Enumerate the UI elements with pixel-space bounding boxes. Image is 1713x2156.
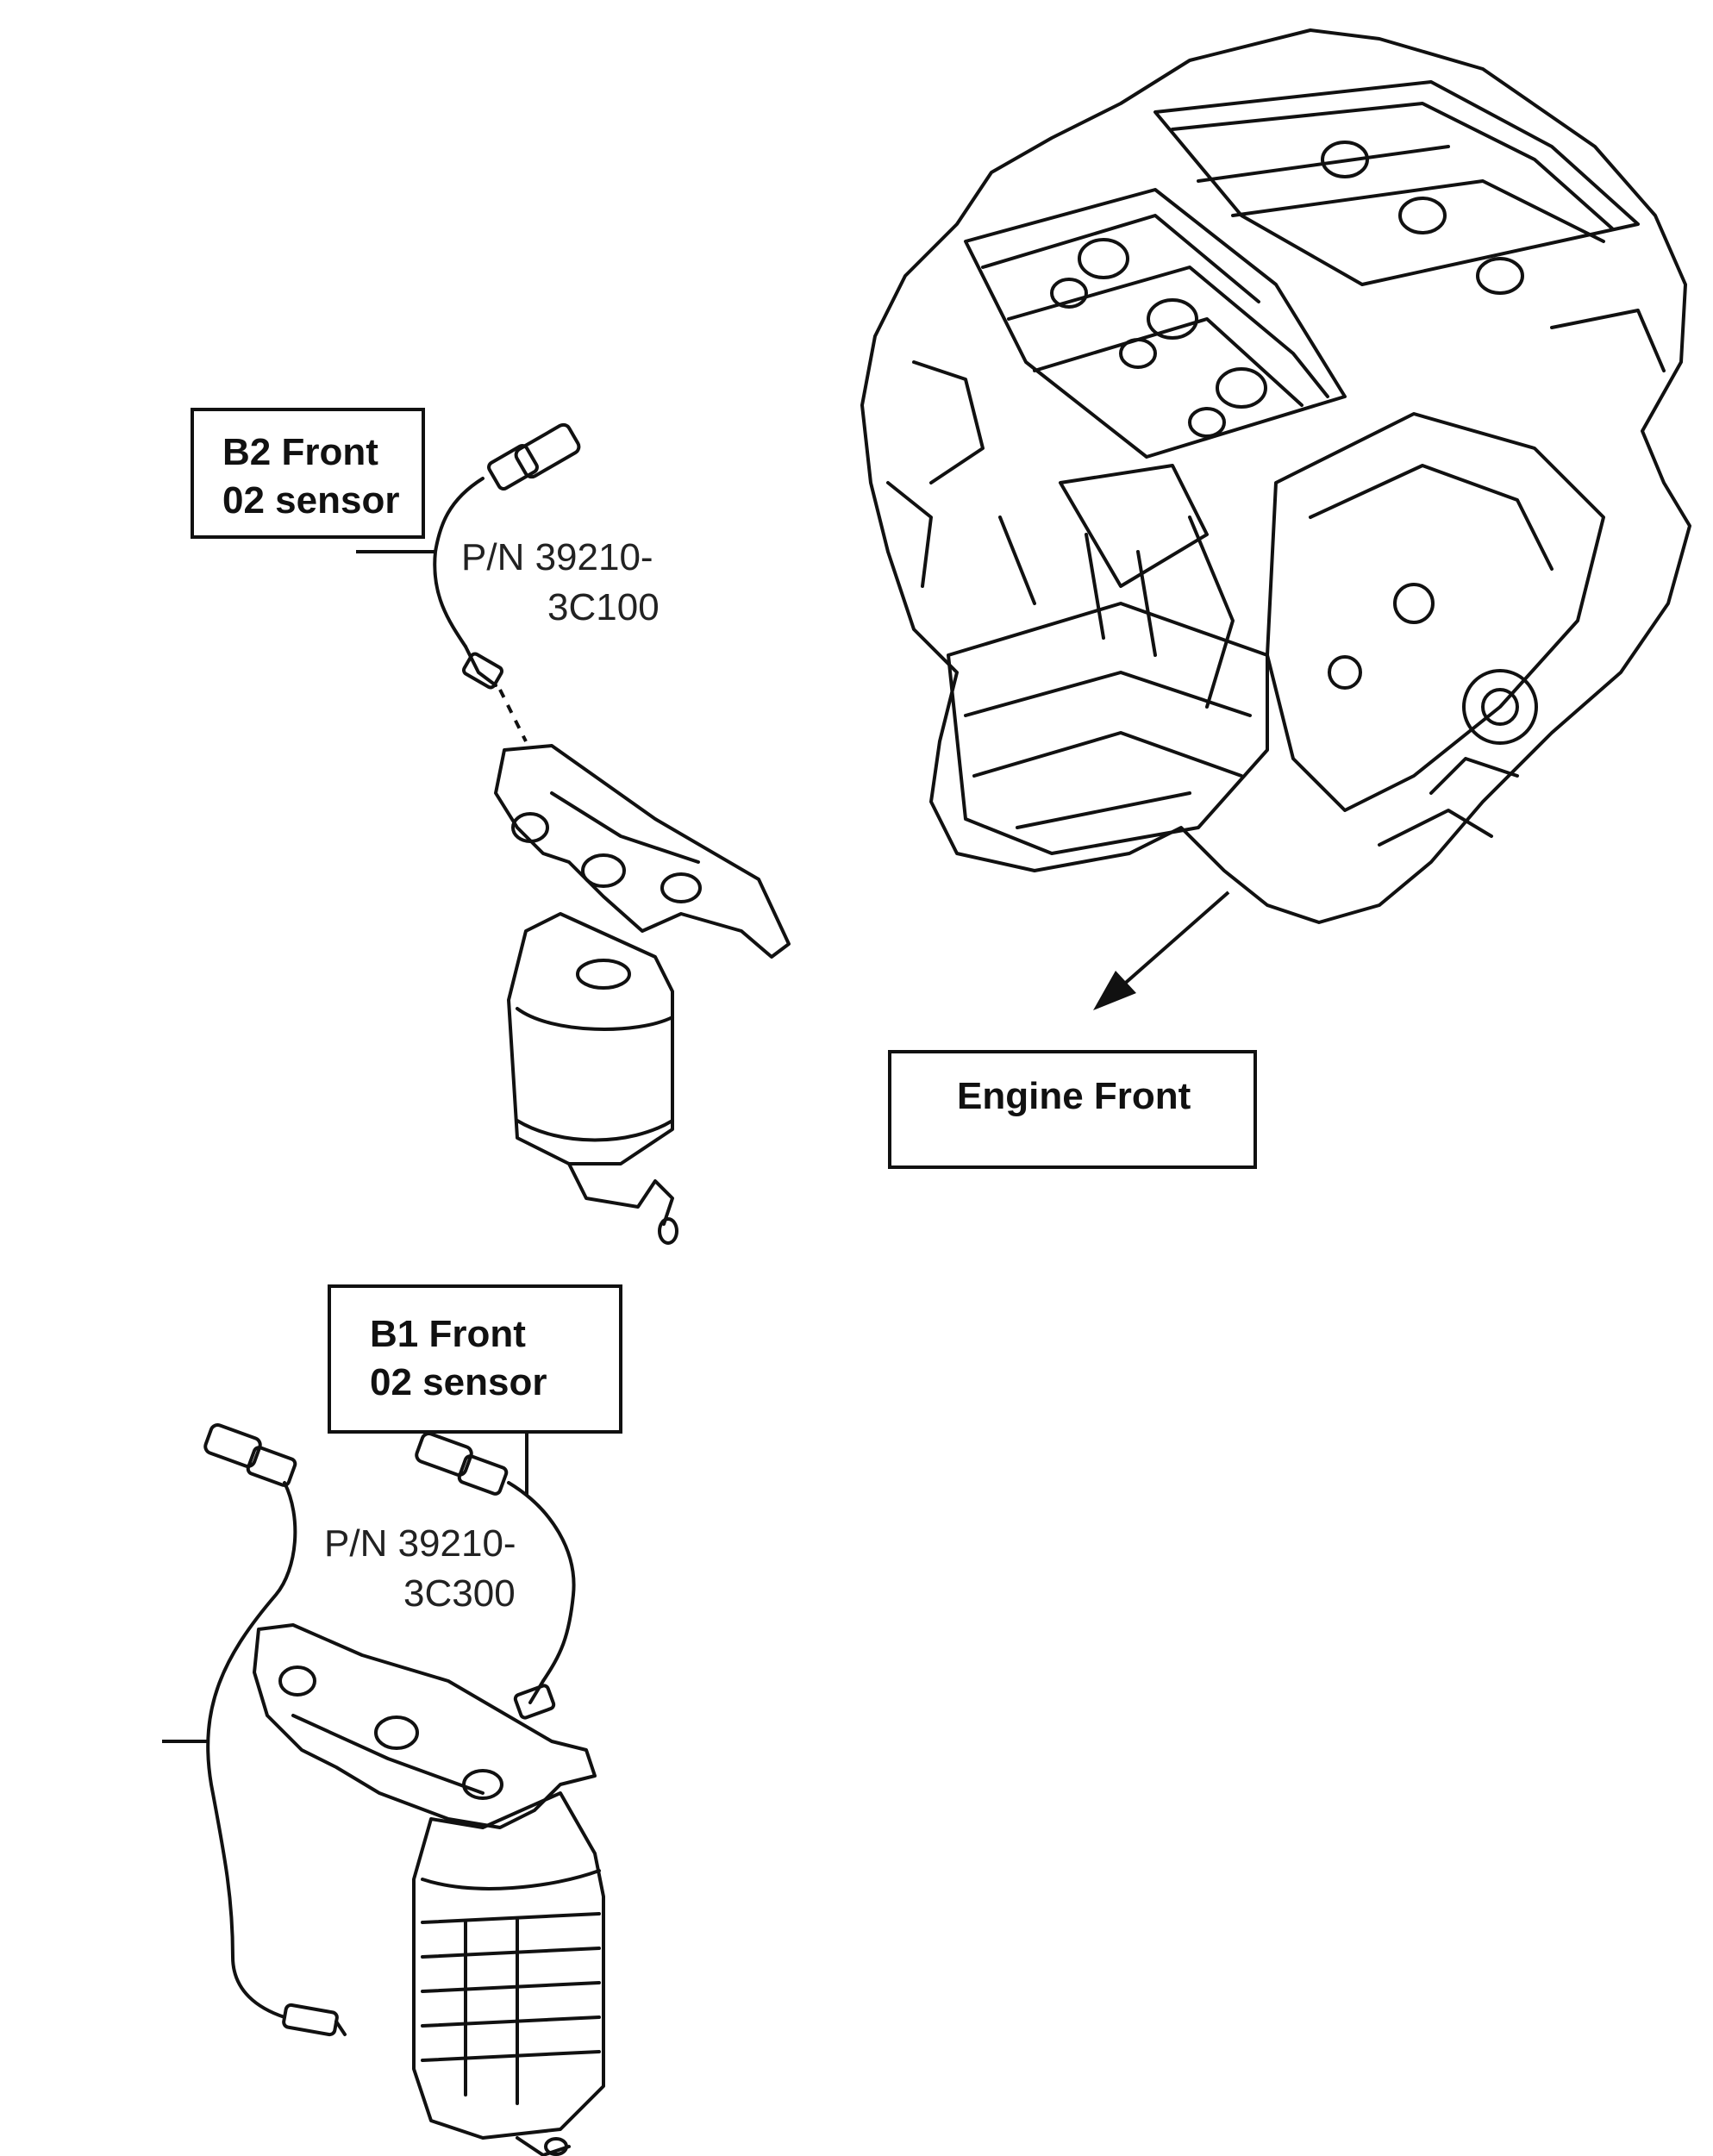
b2-front-o2-sensor-label: B2 Front 02 sensor — [191, 408, 425, 539]
b2-pn-line1: P/N 39210- — [461, 536, 653, 578]
b1-part-number: P/N 39210- 3C300 — [324, 1519, 516, 1619]
b1-pn-line2: 3C300 — [403, 1572, 516, 1615]
engine-block — [860, 28, 1691, 924]
b2-part-number: P/N 39210- 3C100 — [461, 533, 660, 633]
b2-pn-line2: 3C100 — [547, 586, 660, 628]
b1-pn-line1: P/N 39210- — [324, 1522, 516, 1565]
b2-manifold-catalyst — [494, 744, 791, 1245]
b1-front-o2-sensor-label: B1 Front 02 sensor — [328, 1284, 622, 1434]
b2-leader-lines — [356, 550, 528, 742]
b1-leader-lines — [162, 1433, 528, 1743]
b2-label-line2: 02 sensor — [222, 479, 400, 522]
engine-front-text: Engine Front — [957, 1075, 1191, 1117]
b1-manifold-catalyst — [253, 1623, 605, 2156]
engine-front-label: Engine Front — [888, 1050, 1257, 1169]
b2-o2-sensor — [433, 422, 581, 690]
b1-o2-sensors — [203, 1423, 576, 2037]
b1-label-line2: 02 sensor — [370, 1361, 547, 1403]
b2-label-line1: B2 Front — [222, 431, 378, 473]
engine-front-arrow — [1093, 891, 1230, 1010]
b1-label-line1: B1 Front — [370, 1313, 526, 1355]
